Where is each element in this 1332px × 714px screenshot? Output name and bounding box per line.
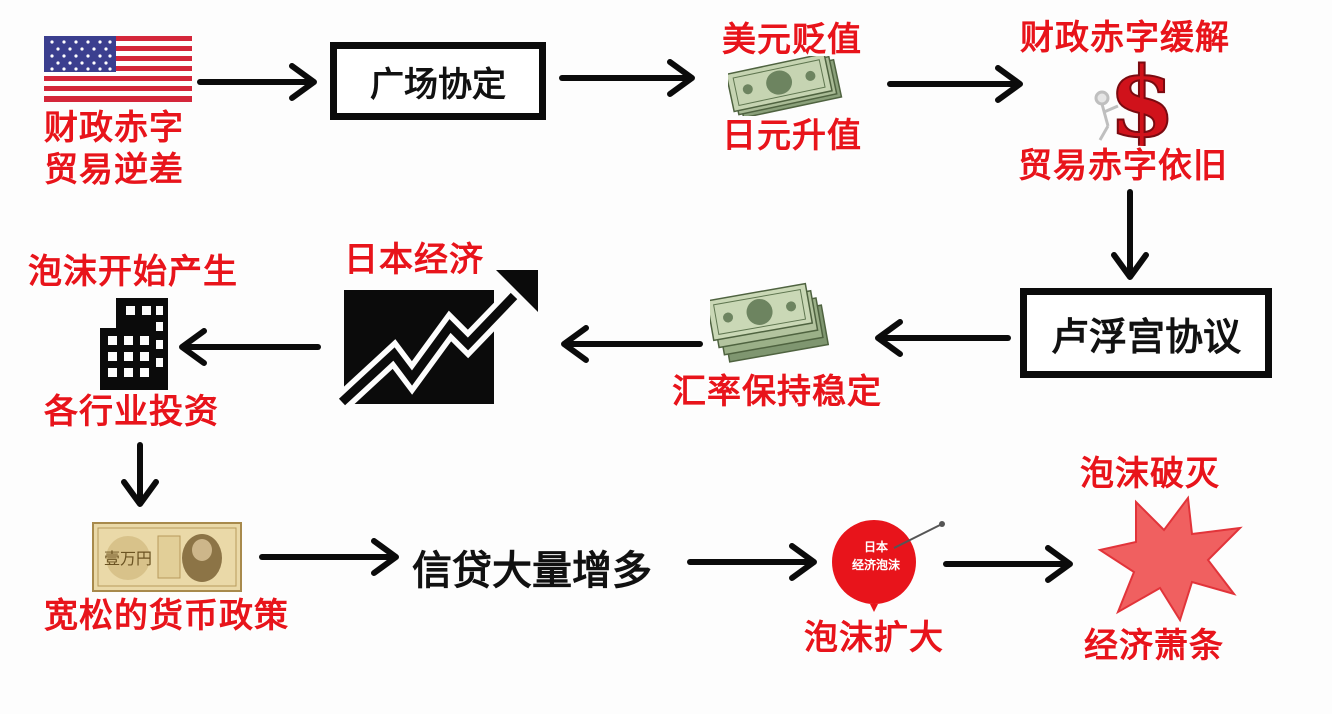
- arrow-dollar-to-deficit: [887, 65, 1023, 103]
- dollar-sign-icon: $: [1094, 52, 1176, 146]
- arrow-plaza-to-dollar: [559, 59, 695, 97]
- us-flag-icon: [44, 36, 192, 102]
- bubble-start-label: 泡沫开始产生: [28, 252, 238, 292]
- yen-banknote-icon: 壹万円: [92, 522, 242, 592]
- arrow-rate-to-economy: [561, 325, 703, 363]
- arrow-invest-to-loose: [121, 442, 159, 507]
- exchange-rate-stable-label: 汇率保持稳定: [672, 372, 882, 412]
- svg-text:壹万円: 壹万円: [104, 549, 152, 568]
- louvre-accord-box: 卢浮宫协议: [1020, 288, 1272, 378]
- arrow-deficit-to-louvre: [1111, 189, 1149, 280]
- arrow-louvre-to-rate: [875, 319, 1011, 357]
- arrow-balloon-to-burst: [943, 545, 1073, 583]
- dollar-bills-icon-2: [710, 282, 830, 363]
- credit-growth-label: 信贷大量增多: [412, 548, 652, 594]
- economic-recession-label: 经济萧条: [1084, 626, 1224, 666]
- balloon-text-japan: 日本: [863, 540, 888, 554]
- arrow-flag-to-plaza: [197, 63, 317, 101]
- balloon-icon: [832, 520, 945, 612]
- svg-text:$: $: [1109, 52, 1176, 146]
- bubble-expand-label: 泡沫扩大: [804, 618, 944, 658]
- usa-label-fiscal-deficit: 财政赤字: [44, 108, 184, 148]
- fiscal-deficit-relief-label: 财政赤字缓解: [1020, 18, 1230, 58]
- loose-monetary-policy-label: 宽松的货币政策: [44, 596, 289, 636]
- trade-deficit-remains-label: 贸易赤字依旧: [1018, 146, 1228, 186]
- arrow-credit-to-balloon: [687, 543, 817, 581]
- growth-chart-icon: [338, 270, 538, 408]
- bubble-burst-label: 泡沫破灭: [1080, 454, 1220, 494]
- industry-investment-label: 各行业投资: [44, 392, 219, 432]
- building-icon: [100, 298, 168, 390]
- yen-appreciate-label: 日元升值: [722, 116, 862, 156]
- arrow-yen-to-credit: [259, 538, 399, 576]
- plaza-accord-box: 广场协定: [330, 42, 546, 120]
- japan-economy-label: 日本经济: [344, 240, 484, 280]
- arrow-economy-to-building: [179, 328, 321, 366]
- usa-label-trade-deficit: 贸易逆差: [44, 150, 184, 190]
- balloon-text-bubble: 经济泡沫: [851, 558, 900, 572]
- burst-icon: [1097, 495, 1243, 623]
- dollar-bills-icon: [728, 56, 843, 116]
- dollar-devalue-label: 美元贬值: [722, 20, 862, 60]
